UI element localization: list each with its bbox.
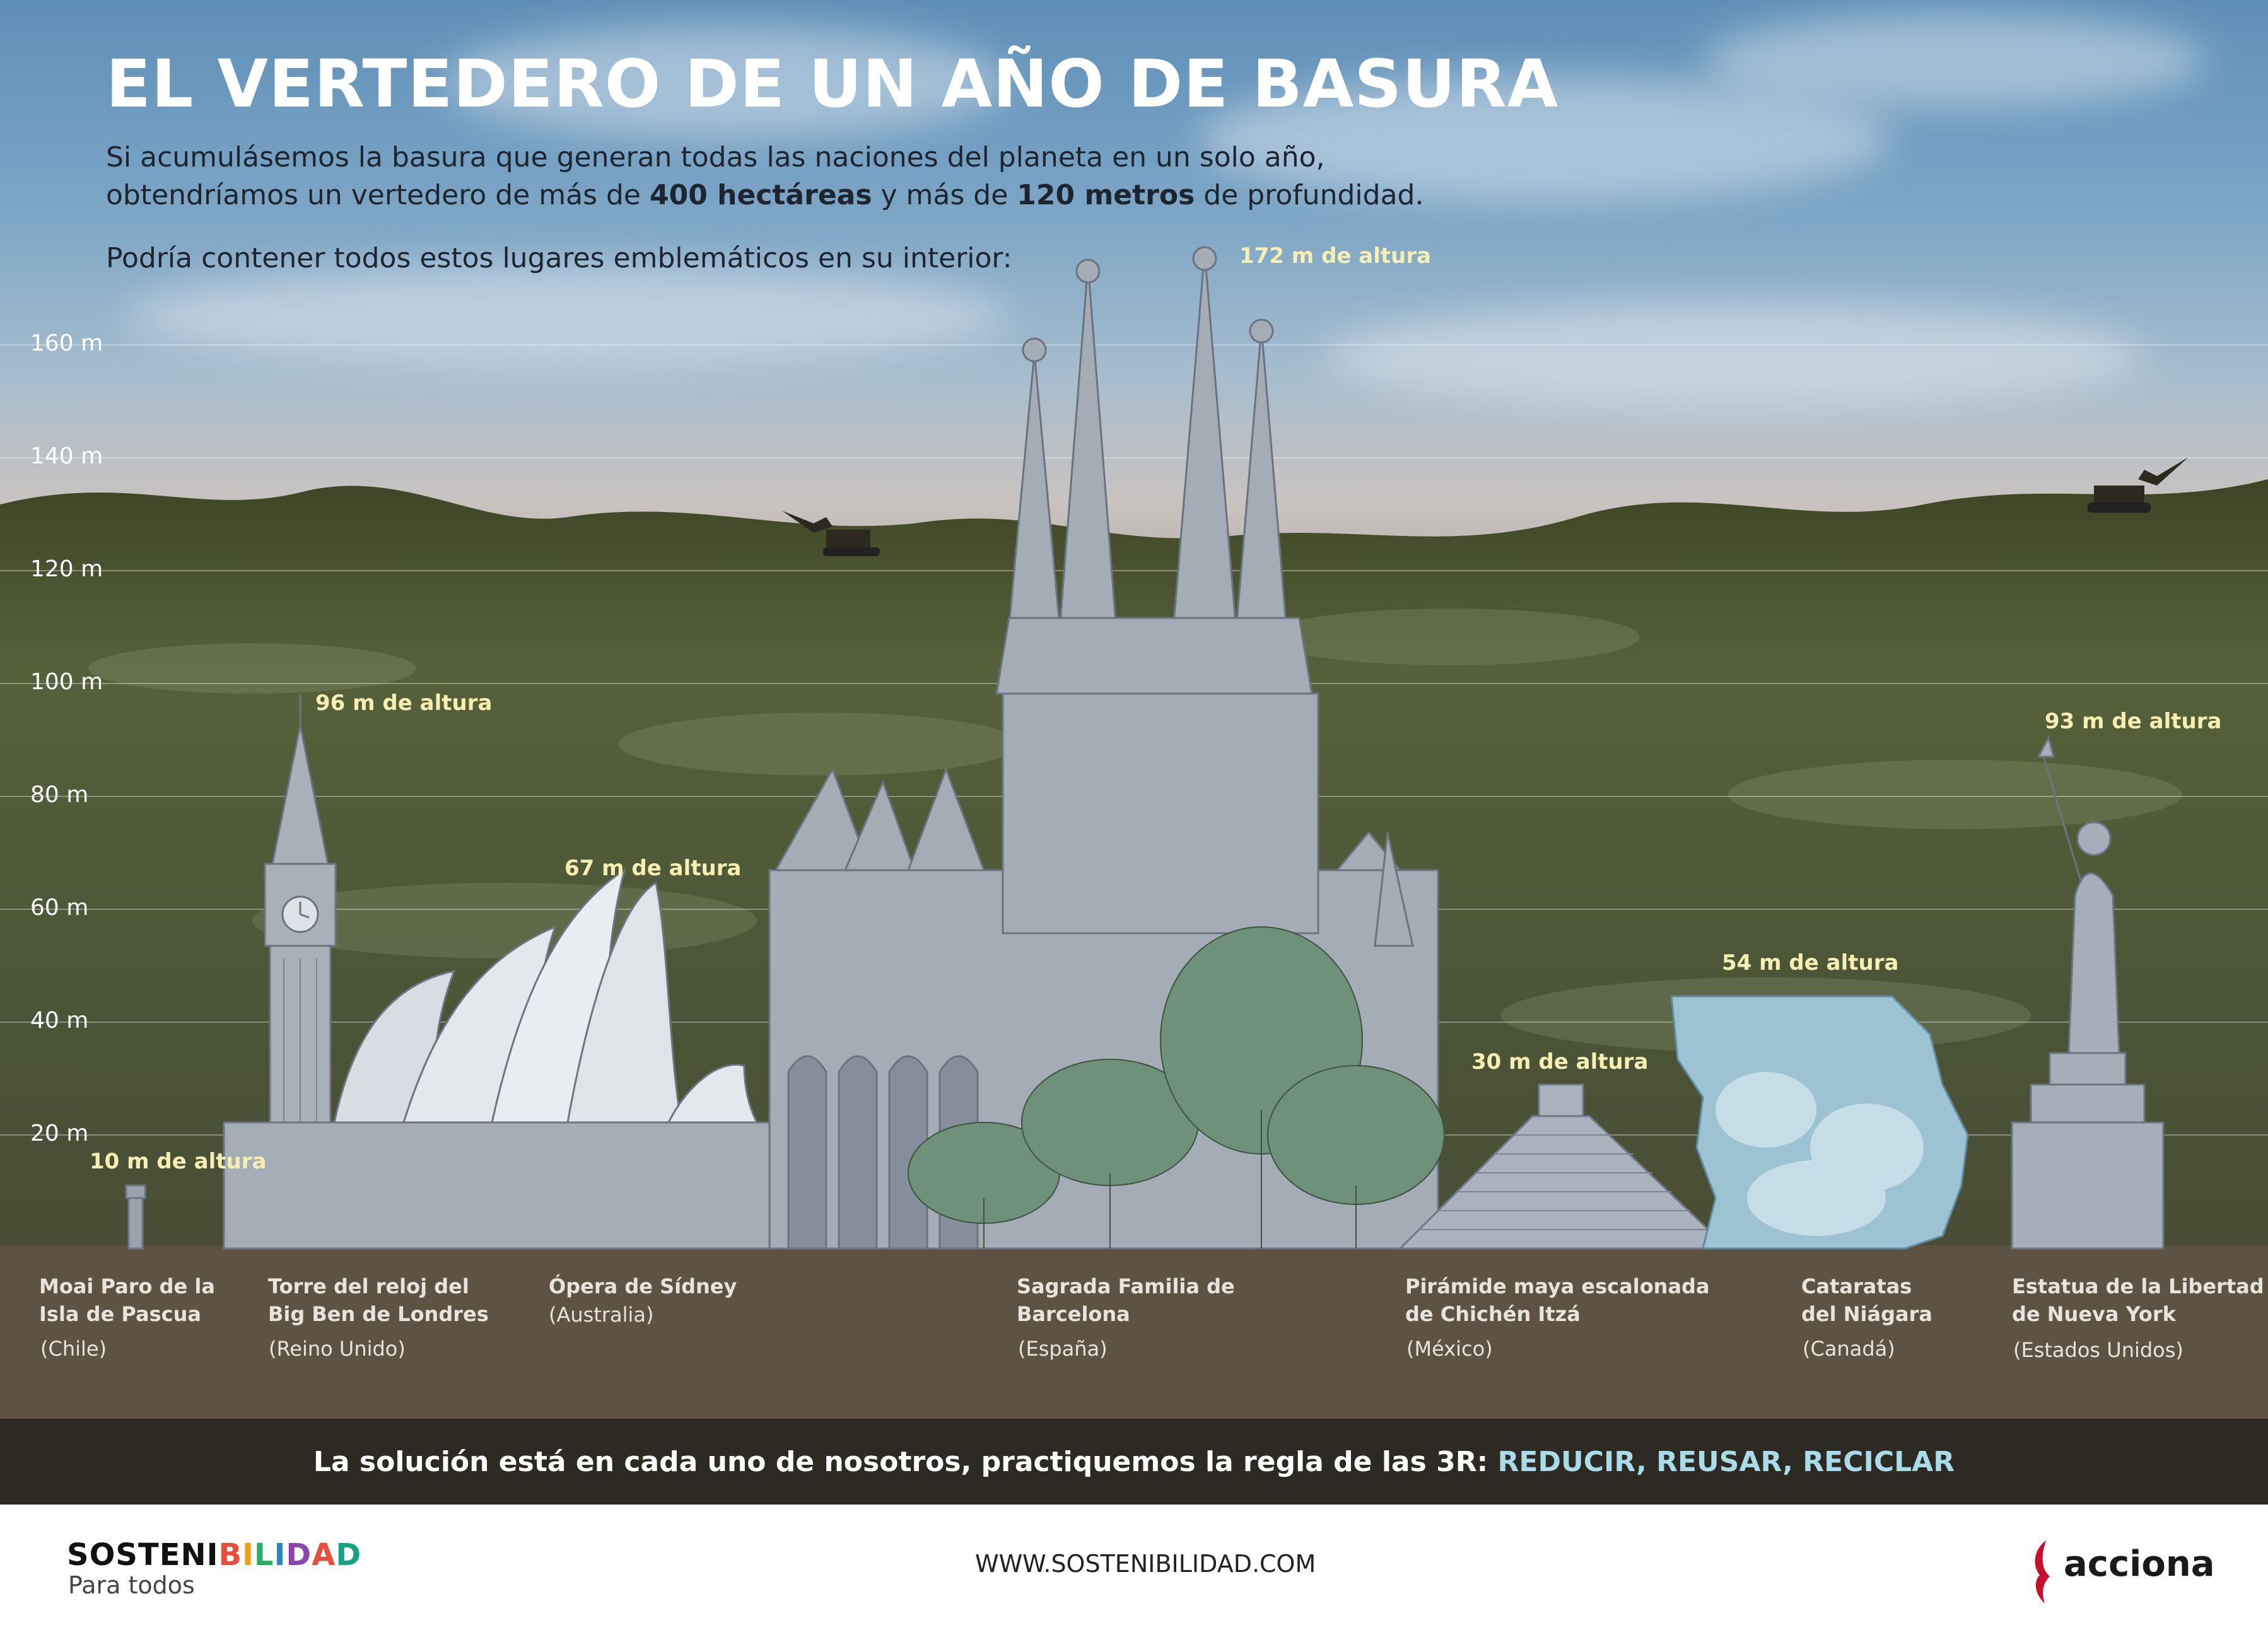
scale-gridline: [0, 457, 2268, 458]
intro-line-2: obtendríamos un vertedero de más de 400 …: [106, 179, 1424, 211]
height-label-big-ben: 96 m de altura: [315, 690, 493, 716]
intro-line-1: Si acumulásemos la basura que generan to…: [106, 141, 1325, 173]
landmark-name: Ópera de Sídney: [549, 1274, 737, 1298]
scale-label: 60 m: [30, 895, 89, 921]
company-logo: acciona: [2064, 1544, 2215, 1585]
excavator-icon: [2088, 457, 2189, 513]
trees-illustration: [908, 926, 1445, 1249]
height-label-sagrada-familia: 172 m de altura: [1239, 243, 1432, 269]
height-label-sydney-opera: 67 m de altura: [564, 856, 742, 881]
ground: [0, 1245, 2268, 1419]
scale-label: 20 m: [30, 1121, 89, 1146]
brand-tagline: Para todos: [68, 1571, 195, 1599]
chichen-itza-illustration: [1398, 1083, 1731, 1250]
scale-label: 80 m: [30, 782, 89, 808]
landmark-country: (España): [1018, 1337, 1108, 1361]
banner-text: La solución está en cada uno de nosotros…: [313, 1445, 1955, 1478]
intro-text: Si acumulásemos la basura que generan to…: [106, 139, 1423, 214]
scale-label: 120 m: [30, 556, 103, 582]
moai-illustration: [125, 1184, 146, 1250]
height-label-statue-of-liberty: 93 m de altura: [2045, 709, 2222, 734]
landmark-country: (Australia): [549, 1303, 654, 1327]
landmark-country: (Canadá): [1803, 1337, 1895, 1361]
landmark-country: (Estados Unidos): [2013, 1338, 2183, 1362]
height-label-chichen-itza: 30 m de altura: [1471, 1049, 1649, 1074]
call-to-action-banner: La solución está en cada uno de nosotros…: [0, 1419, 2268, 1505]
landmark-country: (Chile): [40, 1337, 107, 1361]
cloud: [441, 25, 1009, 139]
website-link[interactable]: WWW.SOSTENIBILIDAD.COM: [975, 1550, 1316, 1578]
scale-gridline: [0, 344, 2268, 346]
brand-wordmark: SOSTENIBILIDAD: [67, 1537, 362, 1573]
excavator-icon: [782, 511, 880, 556]
scale-gridline: [0, 570, 2268, 571]
landmarks-illustration: [125, 246, 2165, 1250]
cloud: [1324, 303, 2144, 410]
acciona-logo-icon: [2035, 1540, 2050, 1604]
landmark-country: (Reino Unido): [269, 1337, 406, 1361]
intro-line-3: Podría contener todos estos lugares embl…: [106, 242, 1012, 274]
cloud: [126, 265, 1009, 366]
cloud: [1703, 13, 2207, 107]
niagara-falls-illustration: [1670, 995, 1969, 1250]
cloud: [1198, 76, 1892, 202]
scale-label: 40 m: [30, 1008, 89, 1033]
scale-label: 140 m: [30, 443, 103, 469]
footer: [0, 1505, 2268, 1630]
landmark-country: (México): [1406, 1337, 1493, 1361]
scale-label: 160 m: [30, 330, 103, 356]
height-label-moai: 10 m de altura: [90, 1149, 267, 1174]
scale-label: 100 m: [30, 669, 103, 695]
banner-highlight: REDUCIR, REUSAR, RECICLAR: [1497, 1445, 1955, 1478]
statue-of-liberty-illustration: [2011, 735, 2165, 1250]
height-label-niagara: 54 m de altura: [1722, 950, 1899, 975]
page-title: EL VERTEDERO DE UN AÑO DE BASURA: [106, 45, 1559, 122]
brand-logo: SOSTENIBILIDAD: [67, 1537, 361, 1573]
